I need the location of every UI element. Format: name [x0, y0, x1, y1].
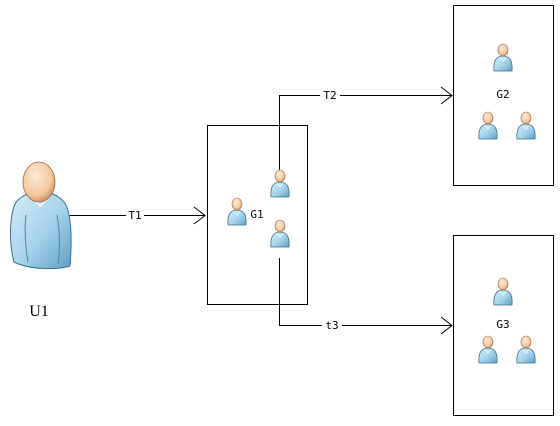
group-label-g2: G2 — [496, 88, 509, 101]
edge-g1-g3: t3 — [279, 258, 453, 335]
g2-box — [453, 5, 554, 186]
edge-u1-g1: T1 — [68, 206, 206, 225]
edge-g1-g2: T2 — [279, 86, 453, 170]
g3-box — [453, 235, 554, 416]
edge-label-t1: T1 — [128, 209, 141, 222]
group-label-g3: G3 — [496, 318, 509, 331]
user-icon — [10, 161, 72, 270]
group-label-g1: G1 — [250, 208, 263, 221]
edge-label-t2: T2 — [323, 89, 336, 102]
actor-label: U1 — [29, 303, 49, 320]
edge-label-t3: t3 — [325, 319, 338, 332]
g1-box — [207, 125, 308, 305]
